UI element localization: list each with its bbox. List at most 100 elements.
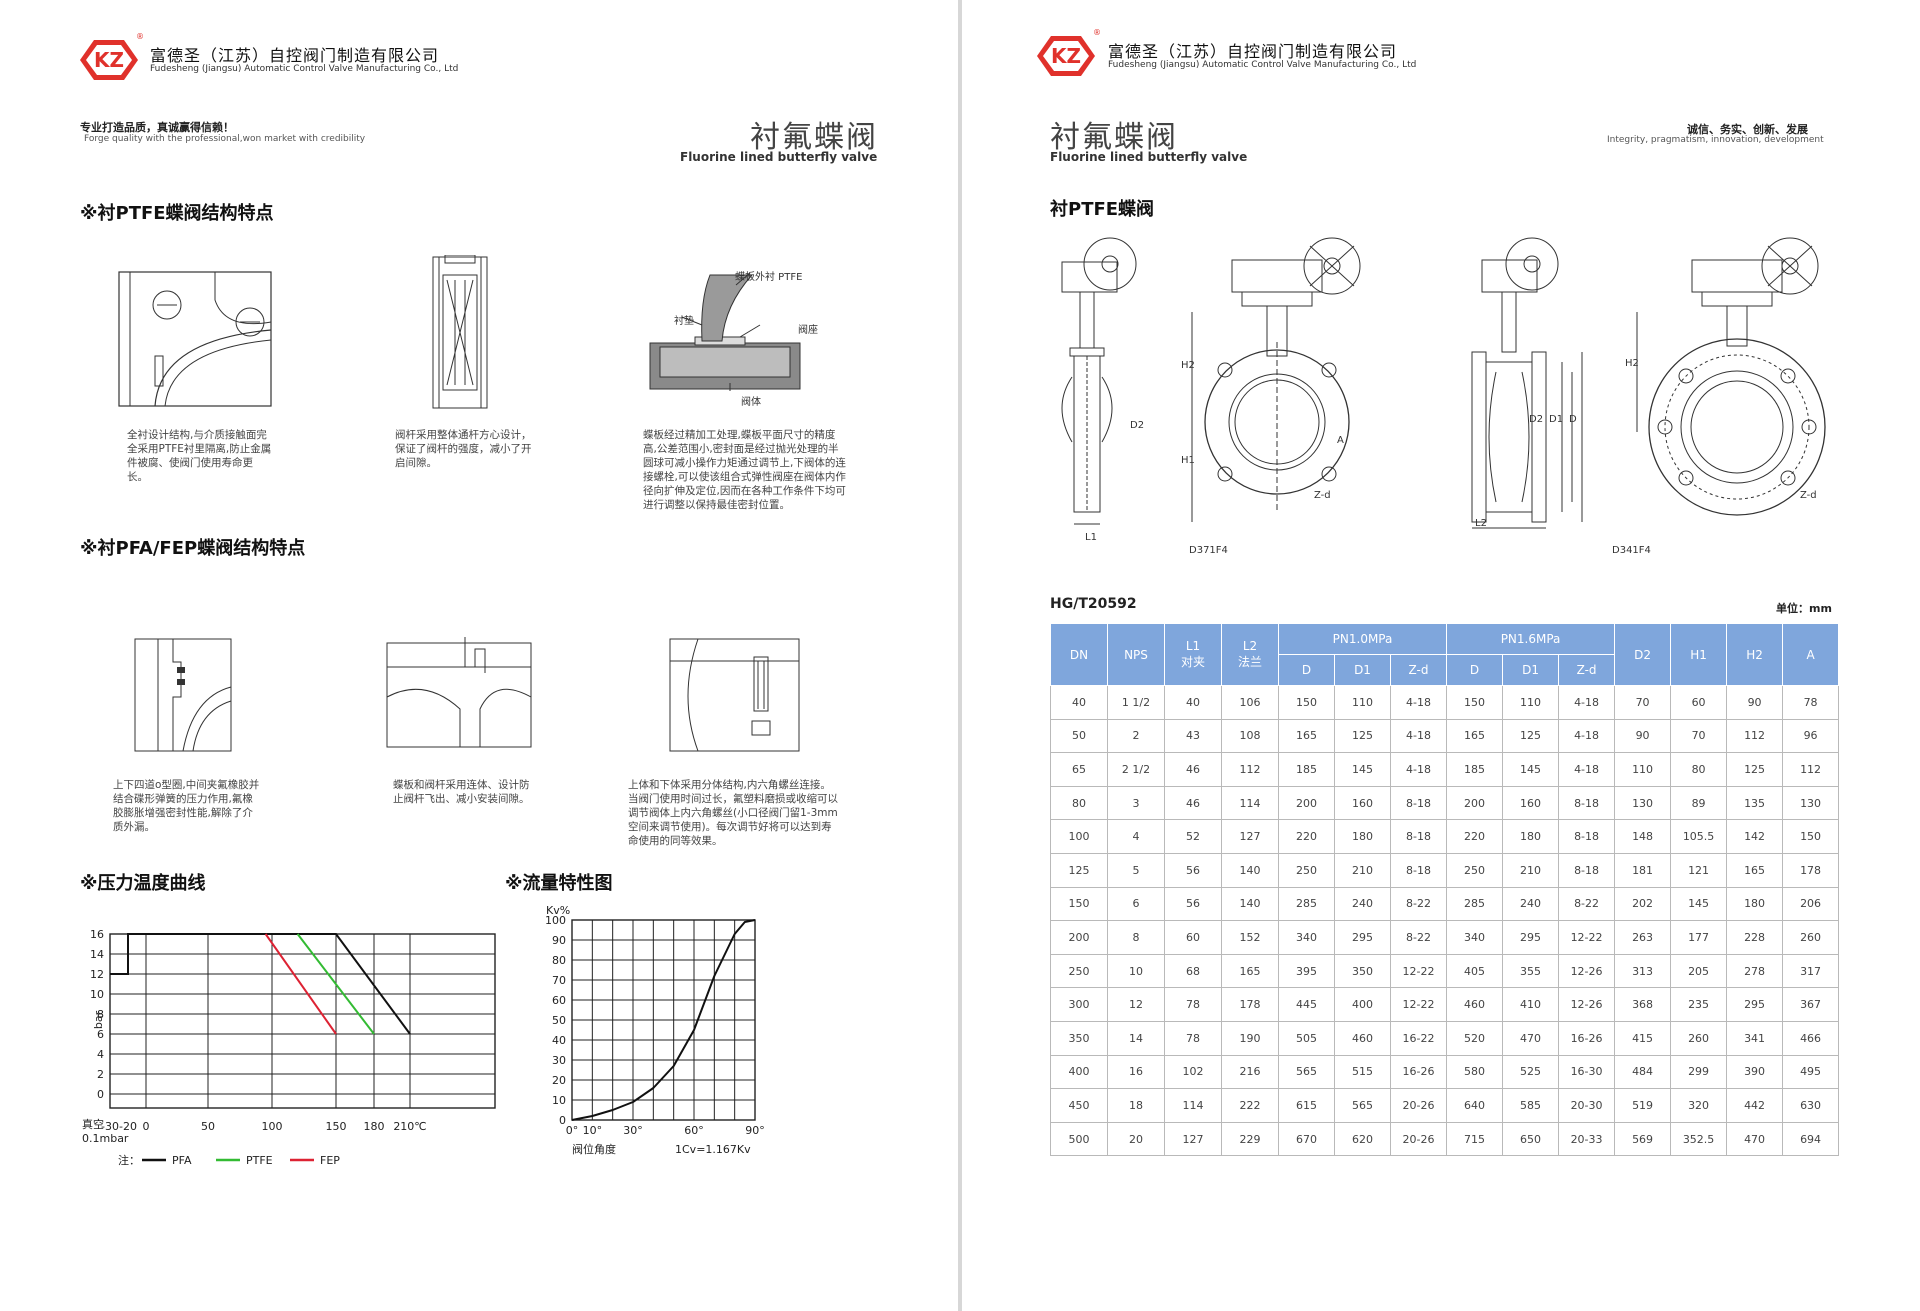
table-cell: 210 — [1502, 852, 1560, 888]
table-cell: 102 — [1164, 1054, 1222, 1090]
table-cell: 80 — [1050, 785, 1108, 821]
table-cell: 340 — [1446, 920, 1504, 955]
table-cell: 80 — [1670, 752, 1728, 787]
pt-y-tick: 12 — [90, 968, 104, 981]
table-cell: 8-22 — [1558, 886, 1616, 922]
right-page: KZ ® 富德圣（江苏）自控阀门制造有限公司 Fudesheng (Jiangs… — [962, 0, 1920, 1311]
table-cell: 390 — [1726, 1054, 1784, 1090]
flow-characteristic-chart: 01020304050607080901000°10°30°60°90°Kv%阀… — [545, 904, 765, 1156]
flow-y-tick: 70 — [552, 974, 566, 987]
dim-h2: H2 — [1181, 360, 1195, 371]
table-cell: 108 — [1221, 718, 1279, 754]
table-cell: 350 — [1334, 953, 1391, 989]
table-cell: 140 — [1221, 886, 1279, 922]
table-cell: 14 — [1107, 1020, 1165, 1056]
table-cell: 100 — [1050, 819, 1108, 854]
table-cell: 8-18 — [1389, 852, 1448, 888]
table-cell: 222 — [1221, 1088, 1279, 1123]
table-cell: 40 — [1164, 685, 1222, 720]
company-name-cn-right: 富德圣（江苏）自控阀门制造有限公司 — [1108, 42, 1398, 61]
table-cell: 410 — [1502, 987, 1560, 1022]
table-cell: 299 — [1670, 1054, 1728, 1090]
pt-y-tick: 14 — [90, 948, 104, 961]
table-cell: 8 — [1107, 920, 1165, 955]
table-cell: 52 — [1164, 819, 1222, 854]
table-cell: 150 — [1050, 886, 1108, 922]
label-disc-ptfe: 蝶板外衬 PTFE — [735, 272, 803, 283]
flow-y-tick: 10 — [552, 1094, 566, 1107]
table-cell: 4-18 — [1389, 685, 1448, 720]
table-cell: 106 — [1221, 685, 1279, 720]
table-cell: 400 — [1050, 1054, 1108, 1090]
table-cell: 8-22 — [1389, 886, 1448, 922]
pt-vacuum-unit: 0.1mbar — [82, 1132, 129, 1145]
table-cell: 78 — [1782, 685, 1840, 720]
table-cell: 620 — [1334, 1121, 1391, 1157]
th-pn16-d1: D1 — [1502, 654, 1560, 686]
dim-a: A — [1337, 435, 1344, 446]
table-cell: 110 — [1334, 685, 1391, 720]
pt-y-tick: 16 — [90, 928, 104, 941]
flow-y-tick: 100 — [545, 914, 566, 927]
table-cell: 177 — [1670, 920, 1728, 955]
table-cell: 185 — [1278, 752, 1335, 787]
table-cell: 142 — [1726, 819, 1784, 854]
flow-y-tick: 30 — [552, 1054, 566, 1067]
th-pn10: PN1.0MPa — [1277, 623, 1448, 655]
table-cell: 400 — [1334, 987, 1391, 1022]
table-cell: 525 — [1502, 1054, 1560, 1090]
table-cell: 4-18 — [1558, 685, 1616, 720]
table-cell: 89 — [1670, 785, 1728, 821]
table-cell: 580 — [1446, 1054, 1504, 1090]
caption-pfa-disc-stem: 蝶板和阀杆采用连体、设计防止阀杆飞出、减小安装间隙。 — [393, 779, 530, 805]
section-flow: ※流量特性图 — [505, 873, 613, 894]
pt-x-tick: 100 — [262, 1120, 283, 1133]
th-l2-sub: 法兰 — [1237, 655, 1262, 669]
table-cell: 112 — [1221, 752, 1279, 787]
pt-plot-frame — [109, 933, 496, 1109]
table-cell: 8-18 — [1389, 785, 1448, 821]
table-cell: 341 — [1726, 1020, 1784, 1056]
flow-y-tick: 50 — [552, 1014, 566, 1027]
table-cell: 2 — [1107, 718, 1165, 754]
flow-y-tick: 40 — [552, 1034, 566, 1047]
pt-y-tick: 2 — [97, 1068, 104, 1081]
table-cell: 4-18 — [1558, 752, 1616, 787]
table-cell: 180 — [1502, 819, 1560, 854]
table-cell: 694 — [1782, 1121, 1840, 1157]
table-cell: 519 — [1614, 1088, 1672, 1123]
table-cell: 20-26 — [1389, 1121, 1448, 1157]
table-cell: 145 — [1502, 752, 1560, 787]
table-cell: 12-22 — [1389, 953, 1448, 989]
table-cell: 178 — [1221, 987, 1279, 1022]
table-cell: 127 — [1221, 819, 1279, 854]
table-cell: 3 — [1107, 785, 1165, 821]
table-cell: 569 — [1614, 1121, 1672, 1157]
flow-x-tick: 60° — [684, 1124, 704, 1137]
th-l1-sub: 对夹 — [1180, 655, 1205, 669]
table-cell: 56 — [1164, 886, 1222, 922]
table-cell: 12-26 — [1558, 987, 1616, 1022]
ptfe-diagram-stem — [432, 255, 488, 409]
ptfe-diagram-lining — [118, 271, 272, 407]
table-cell: 165 — [1446, 718, 1504, 754]
table-cell: 60 — [1670, 685, 1728, 720]
table-cell: 125 — [1334, 718, 1391, 754]
caption-ptfe-stem: 阀杆采用整体通杆方心设计，保证了阀杆的强度，减小了开启间隙。 — [395, 429, 532, 469]
pt-y-tick: 6 — [97, 1028, 104, 1041]
table-cell: 585 — [1502, 1088, 1560, 1123]
table-cell: 466 — [1782, 1020, 1840, 1056]
table-cell: 8-18 — [1389, 819, 1448, 854]
dim-d-b: D — [1569, 414, 1577, 425]
table-cell: 285 — [1278, 886, 1335, 922]
standard-label: HG/T20592 — [1050, 596, 1137, 612]
table-cell: 285 — [1446, 886, 1504, 922]
table-cell: 152 — [1221, 920, 1279, 955]
table-cell: 12-26 — [1558, 953, 1616, 989]
dim-d2: D2 — [1130, 420, 1145, 431]
table-cell: 515 — [1334, 1054, 1391, 1090]
